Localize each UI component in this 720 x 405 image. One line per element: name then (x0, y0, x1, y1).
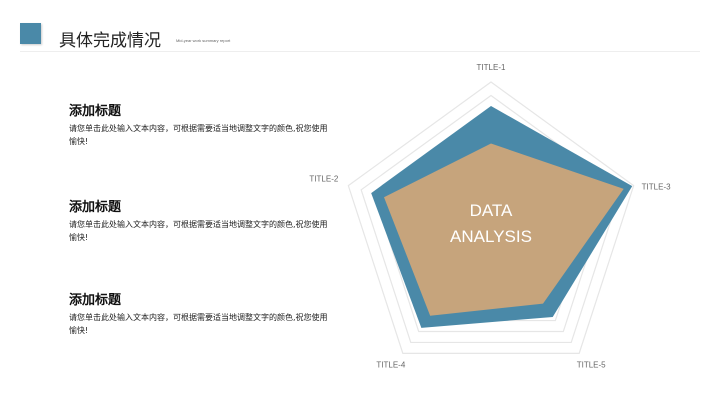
header-divider (20, 51, 700, 52)
block-body: 请您单击此处输入文本内容，可根据需要适当地调整文字的颜色,祝您使用愉快! (69, 313, 328, 335)
axis-label: TITLE-1 (477, 63, 506, 72)
block-title: 添加标题 (69, 104, 122, 119)
block-title: 添加标题 (69, 293, 122, 308)
text-block-2: 添加标题 请您单击此处输入文本内容，可根据需要适当地调整文字的颜色,祝您使用愉快… (69, 200, 329, 244)
block-body: 请您单击此处输入文本内容，可根据需要适当地调整文字的颜色,祝您使用愉快! (69, 220, 328, 242)
block-body: 请您单击此处输入文本内容，可根据需要适当地调整文字的颜色,祝您使用愉快! (69, 124, 328, 146)
text-block-1: 添加标题 请您单击此处输入文本内容，可根据需要适当地调整文字的颜色,祝您使用愉快… (69, 104, 329, 148)
axis-label: TITLE-4 (376, 360, 405, 369)
center-label: ANALYSIS (450, 227, 532, 246)
grid-ring (347, 81, 635, 354)
axis-label: TITLE-3 (642, 183, 671, 192)
block-title: 添加标题 (69, 200, 122, 215)
page-subtitle: Mid-year work summary report (176, 38, 231, 43)
page-title: 具体完成情况 (59, 31, 161, 51)
logo-square (20, 23, 41, 44)
radar-series-series-b (384, 143, 624, 316)
text-block-3: 添加标题 请您单击此处输入文本内容，可根据需要适当地调整文字的颜色,祝您使用愉快… (69, 293, 329, 337)
center-label: DATA (470, 201, 513, 220)
axis-label: TITLE-2 (309, 175, 338, 184)
axis-label: TITLE-5 (577, 360, 606, 369)
